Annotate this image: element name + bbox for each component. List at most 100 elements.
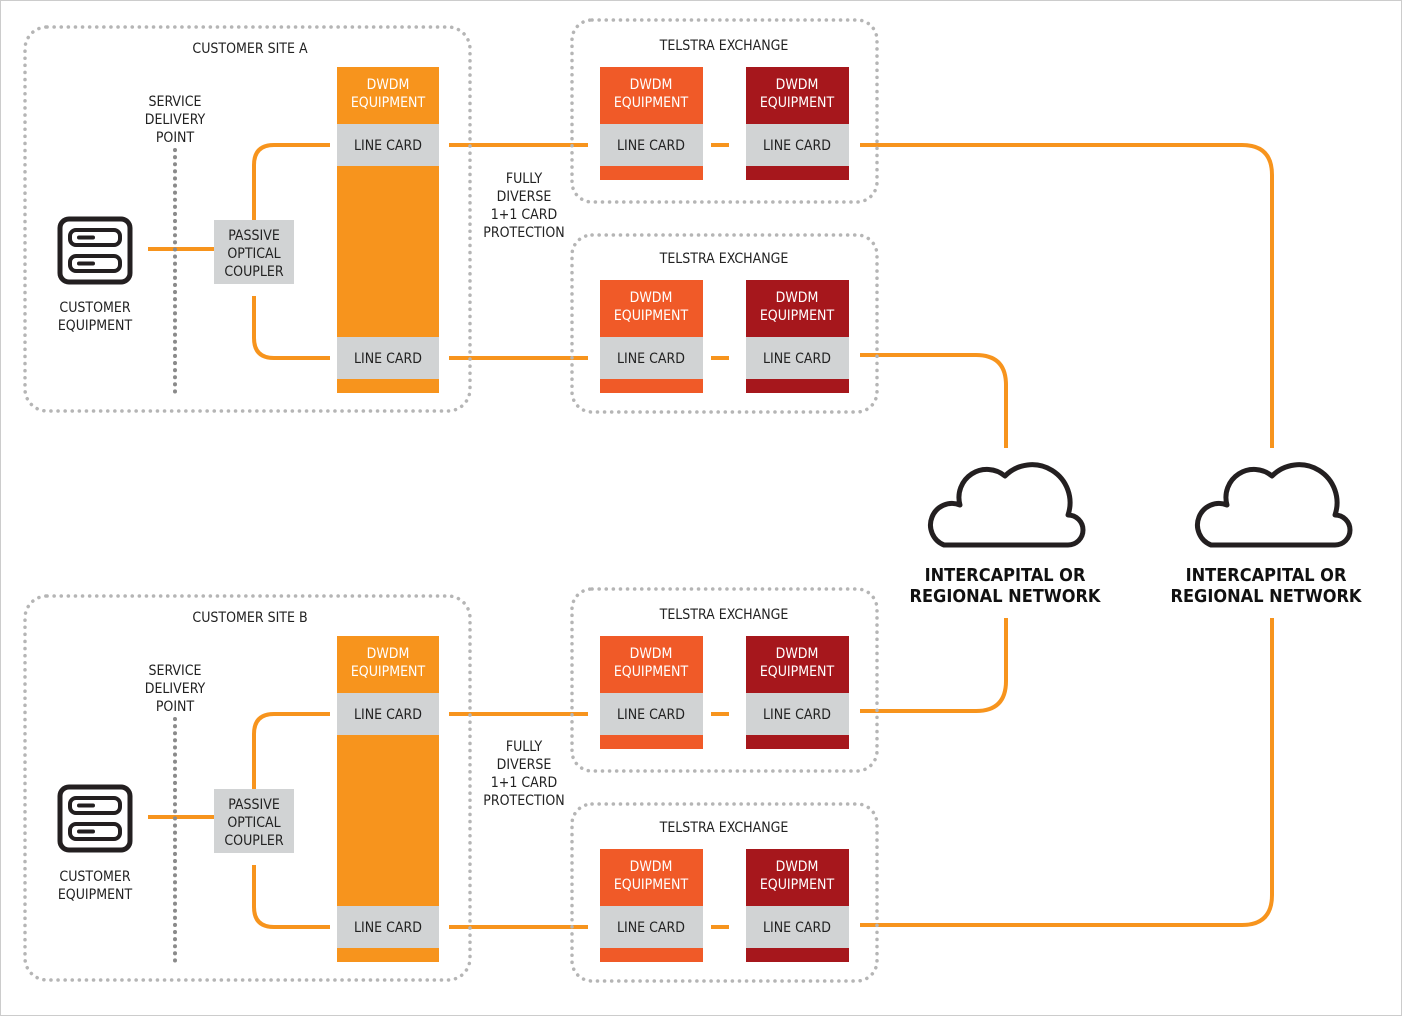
- protection-label: DIVERSE: [497, 757, 552, 773]
- dwdm-label: EQUIPMENT: [614, 664, 689, 680]
- line-card-label: LINE CARD: [763, 707, 831, 723]
- link-coupler-linecard-top-a: [252, 143, 330, 220]
- site-a-label: CUSTOMER SITE A: [192, 41, 308, 57]
- line-card-label: LINE CARD: [617, 351, 685, 367]
- protection-label: 1+1 CARD: [491, 207, 557, 223]
- passive-optical-coupler: [214, 789, 294, 853]
- exchange-boundary: [570, 802, 879, 983]
- customer-site-b: CUSTOMER SITE B SERVICE DELIVERY POINT C…: [23, 594, 565, 982]
- protection-label: PROTECTION: [483, 793, 564, 809]
- dwdm-label: DWDM: [630, 290, 673, 306]
- protection-label: FULLY: [506, 171, 543, 187]
- protection-label: 1+1 CARD: [491, 775, 557, 791]
- link-coupler-linecard-top-b: [252, 712, 330, 789]
- line-card: [600, 693, 703, 735]
- line-card: [600, 337, 703, 379]
- line-card: [337, 124, 439, 166]
- dwdm-label: DWDM: [776, 77, 819, 93]
- protection-label: PROTECTION: [483, 225, 564, 241]
- line-card: [746, 906, 849, 948]
- line-card: [746, 337, 849, 379]
- dwdm-label: EQUIPMENT: [351, 664, 426, 680]
- network-label: INTERCAPITAL OR: [925, 565, 1086, 586]
- coupler-label: OPTICAL: [227, 815, 280, 831]
- line-card-label: LINE CARD: [763, 351, 831, 367]
- coupler-label: PASSIVE: [228, 228, 280, 244]
- network-label: INTERCAPITAL OR: [1186, 565, 1347, 586]
- link-b1-to-network-left: [860, 618, 1008, 713]
- link-a2-to-network-left: [860, 353, 1008, 448]
- service-delivery-point-label: POINT: [156, 699, 195, 715]
- dwdm-label: DWDM: [367, 77, 410, 93]
- dwdm-label: EQUIPMENT: [351, 95, 426, 111]
- dwdm-label: EQUIPMENT: [760, 877, 835, 893]
- line-card: [746, 693, 849, 735]
- dwdm-label: DWDM: [367, 646, 410, 662]
- server-icon: [57, 216, 133, 285]
- telstra-exchange: TELSTRA EXCHANGE DWDM EQUIPMENT LINE CAR…: [570, 802, 879, 983]
- passive-optical-coupler: [214, 220, 294, 284]
- line-card-label: LINE CARD: [617, 707, 685, 723]
- dwdm-label: EQUIPMENT: [614, 95, 689, 111]
- network-left: INTERCAPITAL OR REGIONAL NETWORK: [910, 462, 1102, 607]
- line-card: [600, 906, 703, 948]
- dwdm-label: DWDM: [776, 859, 819, 875]
- service-delivery-point-label: SERVICE: [148, 663, 201, 679]
- line-card: [600, 124, 703, 166]
- line-card-label: LINE CARD: [617, 138, 685, 154]
- line-card-label: LINE CARD: [763, 920, 831, 936]
- network-right: INTERCAPITAL OR REGIONAL NETWORK: [1171, 462, 1363, 607]
- protection-label: DIVERSE: [497, 189, 552, 205]
- connection-lines: [148, 143, 1274, 929]
- site-b-boundary: [23, 594, 472, 982]
- dwdm-label: DWDM: [630, 646, 673, 662]
- customer-equipment-label: CUSTOMER: [59, 300, 130, 316]
- site-a-boundary: [23, 25, 472, 413]
- coupler-label: COUPLER: [224, 833, 283, 849]
- service-delivery-point-label: DELIVERY: [145, 112, 206, 128]
- service-delivery-point-label: DELIVERY: [145, 681, 206, 697]
- telstra-exchange: TELSTRA EXCHANGE DWDM EQUIPMENT LINE CAR…: [570, 587, 879, 773]
- coupler-label: OPTICAL: [227, 246, 280, 262]
- dwdm-label: EQUIPMENT: [614, 877, 689, 893]
- customer-equipment-label: CUSTOMER: [59, 869, 130, 885]
- link-b2-to-network-right: [860, 618, 1274, 927]
- line-card: [746, 124, 849, 166]
- dwdm-label: DWDM: [776, 290, 819, 306]
- line-card-label: LINE CARD: [354, 707, 422, 723]
- dwdm-label: DWDM: [630, 77, 673, 93]
- service-delivery-point-label: SERVICE: [148, 94, 201, 110]
- exchange-boundary: [570, 587, 879, 773]
- exchange-label: TELSTRA EXCHANGE: [659, 251, 789, 267]
- site-b-label: CUSTOMER SITE B: [192, 610, 307, 626]
- exchange-label: TELSTRA EXCHANGE: [659, 38, 789, 54]
- exchange-boundary: [570, 18, 879, 204]
- exchange-label: TELSTRA EXCHANGE: [659, 820, 789, 836]
- customer-equipment-label: EQUIPMENT: [58, 887, 133, 903]
- network-label: REGIONAL NETWORK: [910, 586, 1102, 607]
- coupler-label: COUPLER: [224, 264, 283, 280]
- cloud-icon: [927, 462, 1086, 548]
- line-card-label: LINE CARD: [354, 920, 422, 936]
- service-delivery-point-label: POINT: [156, 130, 195, 146]
- line-card-label: LINE CARD: [354, 138, 422, 154]
- dwdm-label: EQUIPMENT: [760, 664, 835, 680]
- customer-equipment-label: EQUIPMENT: [58, 318, 133, 334]
- coupler-label: PASSIVE: [228, 797, 280, 813]
- dwdm-label: EQUIPMENT: [614, 308, 689, 324]
- line-card-label: LINE CARD: [354, 351, 422, 367]
- link-coupler-linecard-bottom-b: [252, 865, 330, 929]
- dwdm-label: DWDM: [776, 646, 819, 662]
- dwdm-label: DWDM: [630, 859, 673, 875]
- customer-site-a: CUSTOMER SITE A SERVICE DELIVERY POINT C…: [23, 25, 565, 413]
- line-card: [337, 693, 439, 735]
- telstra-exchange: TELSTRA EXCHANGE DWDM EQUIPMENT LINE CAR…: [570, 233, 879, 414]
- exchange-label: TELSTRA EXCHANGE: [659, 607, 789, 623]
- line-card-label: LINE CARD: [763, 138, 831, 154]
- cloud-icon: [1194, 462, 1353, 548]
- link-a1-to-network-right: [860, 143, 1274, 448]
- dwdm-label: EQUIPMENT: [760, 95, 835, 111]
- telstra-exchange: TELSTRA EXCHANGE DWDM EQUIPMENT LINE CAR…: [570, 18, 879, 204]
